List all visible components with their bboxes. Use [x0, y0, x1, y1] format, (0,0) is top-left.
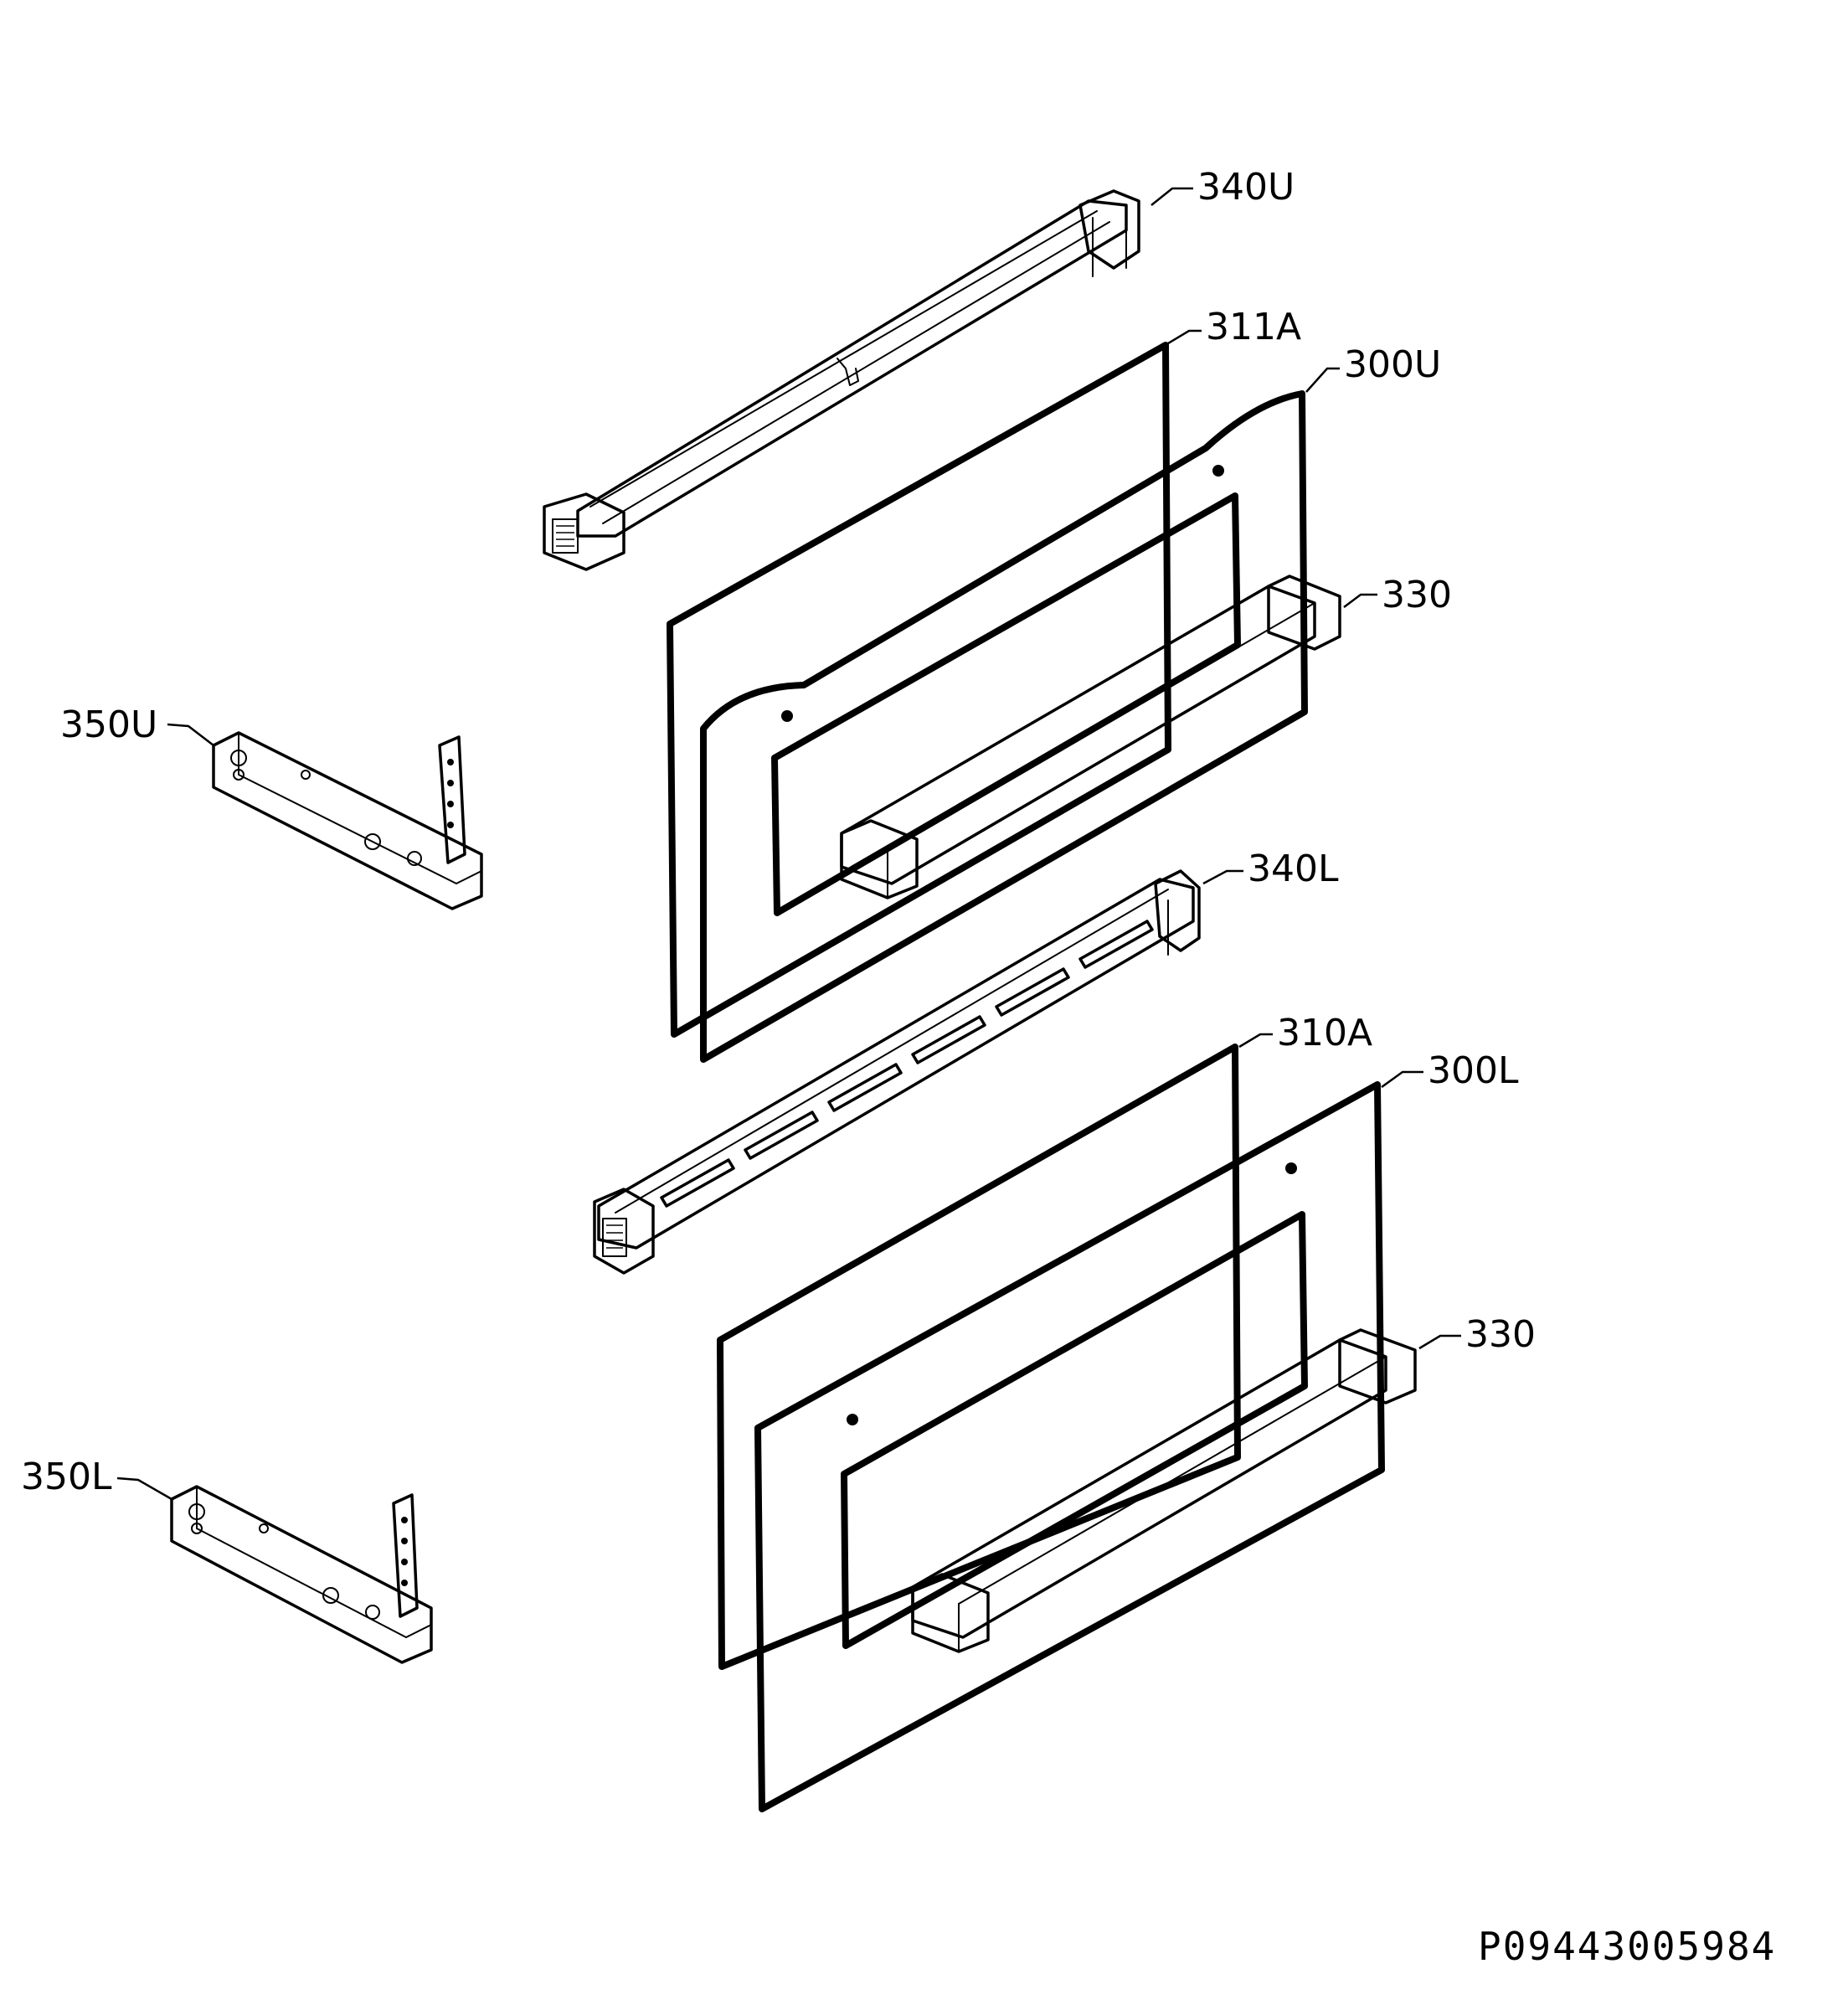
callout-310A: 310A [1277, 1012, 1372, 1054]
part-300U-upper-glass-panel[interactable] [700, 390, 1308, 1063]
callout-300L: 300L [1428, 1049, 1519, 1092]
part-300L-lower-glass-panel[interactable] [754, 1081, 1385, 1812]
part-340U-upper-trim[interactable] [543, 189, 1140, 571]
callout-330-upper: 330 [1382, 574, 1452, 616]
callout-300U: 300U [1344, 343, 1441, 386]
callout-311A: 311A [1206, 306, 1301, 348]
document-id: P09443005984 [1478, 1924, 1776, 1969]
callout-330-lower: 330 [1465, 1313, 1536, 1356]
part-330-upper-handle[interactable] [840, 575, 1341, 899]
leader-lines [116, 187, 1461, 1501]
callout-350U: 350U [60, 704, 157, 746]
callout-350L: 350L [21, 1456, 112, 1498]
vent-slots [660, 920, 1154, 1208]
part-311A-upper-inner-glass[interactable] [667, 342, 1171, 1038]
part-350L-lower-hinge[interactable] [170, 1485, 433, 1664]
callout-340L: 340L [1248, 848, 1339, 890]
callout-340U: 340U [1197, 166, 1295, 209]
part-330-lower-handle[interactable] [911, 1328, 1417, 1653]
part-340L-lower-trim[interactable] [593, 869, 1201, 1275]
part-350U-upper-hinge[interactable] [212, 731, 483, 910]
